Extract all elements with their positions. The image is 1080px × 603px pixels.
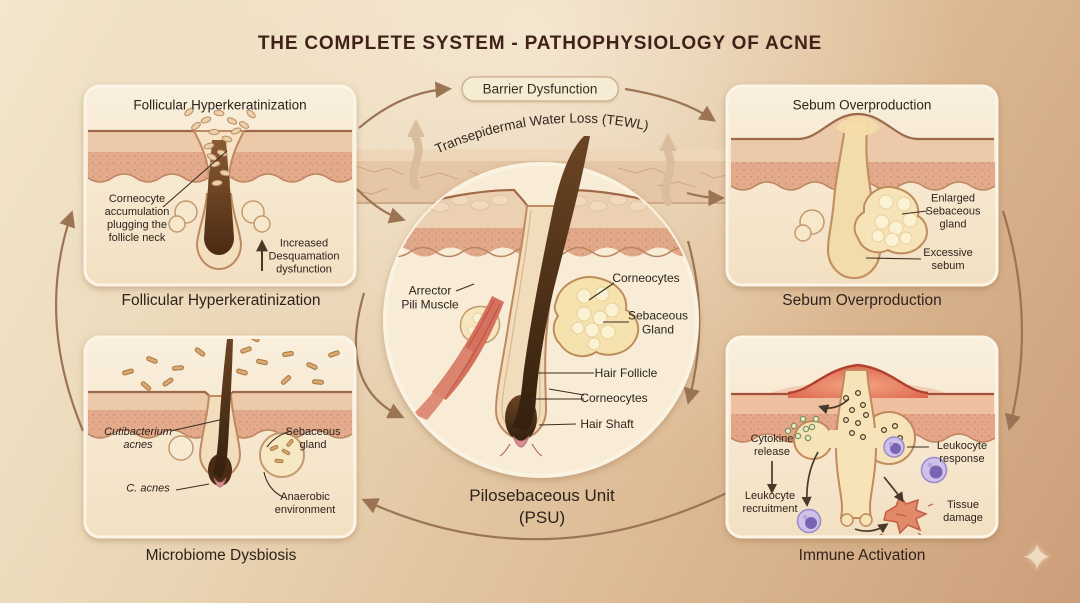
arrow-strip-to-sebum xyxy=(686,189,725,207)
follicular-caption: Follicular Hyperkeratinization xyxy=(121,292,321,309)
label-desquamation: Increased Desquamation dysfunction xyxy=(268,237,340,276)
keratin-plug xyxy=(204,140,234,255)
panel-immune-illustration xyxy=(730,363,995,535)
follicular-panel-title: Follicular Hyperkeratinization xyxy=(133,97,307,113)
leader-excessive-sebum xyxy=(865,257,922,260)
sebaceous-lobe-left xyxy=(168,435,194,461)
corneocyte-flakes xyxy=(184,107,256,187)
hair-shaft xyxy=(512,136,590,431)
panel-immune xyxy=(725,335,999,539)
label-cutibacterium-acnes: Cutibacterium acnes xyxy=(104,426,172,451)
psu-leader-lines xyxy=(455,282,629,426)
panel-sebum-illustration xyxy=(730,112,995,280)
cycle-arrow-right-down xyxy=(1001,210,1024,431)
psu-circle xyxy=(383,136,699,478)
immune-process-arrows xyxy=(766,398,904,534)
bacteria-in-gland xyxy=(269,439,294,464)
label-corneocyte-accumulation: Corneocyte accumulation plugging the fol… xyxy=(104,193,170,244)
label-anaerobic-environment: Anaerobic environment xyxy=(274,491,336,516)
sebaceous-gland xyxy=(552,276,640,358)
sebum-panel-title: Sebum Overproduction xyxy=(792,97,932,113)
sebum-surface-dome xyxy=(836,116,880,136)
label-c-acnes: C. acnes xyxy=(126,482,170,495)
label-sebaceous-gland-center: Sebaceous Gland xyxy=(627,308,689,337)
arrector-pili-muscle xyxy=(413,296,504,420)
label-hair-follicle: Hair Follicle xyxy=(594,365,658,380)
cycle-arrow-to-badge xyxy=(358,81,452,129)
microbiome-caption: Microbiome Dysbiosis xyxy=(145,547,297,564)
label-leukocyte-recruitment: Leukocyte recruitment xyxy=(742,490,798,515)
cytokine-dots xyxy=(784,415,820,442)
panel-microbiome xyxy=(83,335,357,539)
tewl-arrow-right xyxy=(659,133,677,206)
dermal-papilla xyxy=(213,477,227,488)
page-title: THE COMPLETE SYSTEM - PATHOPHYSIOLOGY OF… xyxy=(257,33,823,54)
sparkle-icon: ✦ xyxy=(1021,537,1053,580)
arrow-psu-edge-left xyxy=(354,292,405,419)
cycle-arrow-left-up xyxy=(54,210,85,432)
bacteria-rods xyxy=(122,339,340,391)
panel-microbiome-illustration xyxy=(87,339,353,488)
label-cytokine-release: Cytokine release xyxy=(750,433,794,458)
microbiome-leader-lines xyxy=(170,418,292,498)
sebaceous-gland-anaerobic xyxy=(259,432,305,478)
leader-corneocyte-accumulation xyxy=(162,150,228,208)
cycle-arrow-badge-to-sebum xyxy=(624,87,717,122)
label-corneocytes-upper: Corneocytes xyxy=(612,270,680,285)
label-excessive-sebum: Excessive sebum xyxy=(923,247,973,272)
cycle-arrow-bottom xyxy=(361,488,736,541)
psu-caption: Pilosebaceous Unit (PSU) xyxy=(469,485,615,527)
leader-enlarged-gland xyxy=(901,210,928,215)
label-sebaceous-gland-microbiome: Sebaceous gland xyxy=(285,426,341,451)
label-corneocytes-lower: Corneocytes xyxy=(580,390,648,405)
panel-follicular xyxy=(83,84,357,287)
sebum-caption: Sebum Overproduction xyxy=(782,292,942,309)
label-arrector-pili: Arrector Pili Muscle xyxy=(401,283,459,312)
sebaceous-lobes xyxy=(168,200,271,233)
label-leukocyte-response: Leukocyte response xyxy=(936,440,988,465)
arrow-psu-edge-right xyxy=(683,240,701,405)
barrier-dysfunction-badge: Barrier Dysfunction xyxy=(461,76,619,102)
tewl-arrow-left xyxy=(407,119,425,190)
immune-caption: Immune Activation xyxy=(798,547,926,564)
sebaceous-lobe-left xyxy=(794,209,825,242)
panel-sebum xyxy=(725,84,999,287)
label-hair-shaft: Hair Shaft xyxy=(580,416,634,431)
panel-follicular-illustration xyxy=(87,107,353,271)
label-tissue-damage: Tissue damage xyxy=(943,499,983,524)
label-enlarged-gland: Enlarged Sebaceous gland xyxy=(925,192,981,231)
arrow-follicular-to-psu xyxy=(356,188,406,224)
cycle-flow-arrows xyxy=(54,81,1024,541)
gland-lobules xyxy=(871,194,918,248)
hair-shaft xyxy=(213,339,233,478)
dermal-papilla xyxy=(512,435,530,448)
leukocyte-cells xyxy=(796,436,948,534)
